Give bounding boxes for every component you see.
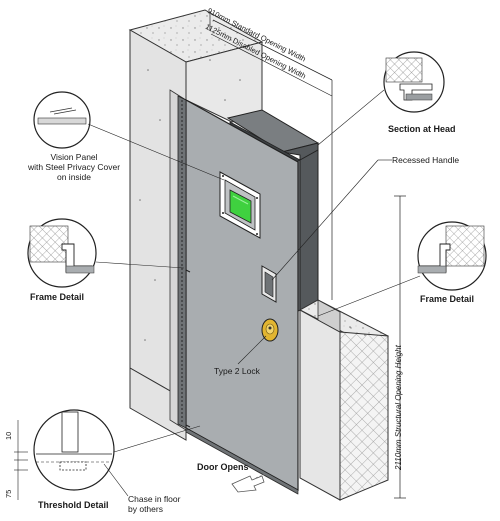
vision-panel-label: Vision Panel with Steel Privacy Cover on…: [24, 152, 124, 182]
type2-lock: [261, 318, 279, 342]
type2-lock-label: Type 2 Lock: [214, 366, 260, 376]
height-dimension-line: [394, 195, 406, 499]
door-opens-label: Door Opens: [197, 462, 249, 472]
door-opens-arrow: [231, 473, 267, 493]
threshold-detail-label: Threshold Detail: [38, 500, 109, 510]
frame-detail-right-label: Frame Detail: [420, 294, 475, 304]
door-leaf: [177, 95, 299, 495]
dimension-75-label: 75: [4, 489, 13, 498]
left-frame-detail-circle: [27, 218, 185, 288]
section-at-head-label: Section at Head: [388, 124, 456, 134]
right-frame-detail-circle: [317, 221, 487, 317]
chase-label: Chase in floor by others: [128, 494, 180, 514]
right-wall: [298, 299, 390, 501]
vision-panel: [219, 171, 261, 239]
opening-height-label: 2110mm Structural Opening Height: [394, 345, 403, 470]
vision-panel-label-line2: with Steel Privacy Cover: [27, 162, 121, 172]
chase-label-line2: by others: [128, 504, 163, 514]
frame-detail-left-label: Frame Detail: [30, 292, 85, 302]
dimension-10-label: 10: [4, 431, 13, 440]
leader-lines: [237, 159, 392, 365]
floor-chase: [185, 431, 299, 495]
chase-label-line1: Chase in floor: [128, 494, 181, 504]
threshold-detail-circle: [14, 409, 201, 500]
recessed-handle: [261, 265, 277, 303]
section-head-detail-circle: [317, 51, 445, 146]
vision-panel-label-line1: Vision Panel: [50, 152, 98, 162]
vision-panel-label-line3: on inside: [56, 172, 92, 182]
width-dimension-lines: [209, 12, 333, 300]
vision-panel-detail-circle: [33, 91, 225, 181]
recessed-handle-label: Recessed Handle: [392, 155, 460, 165]
